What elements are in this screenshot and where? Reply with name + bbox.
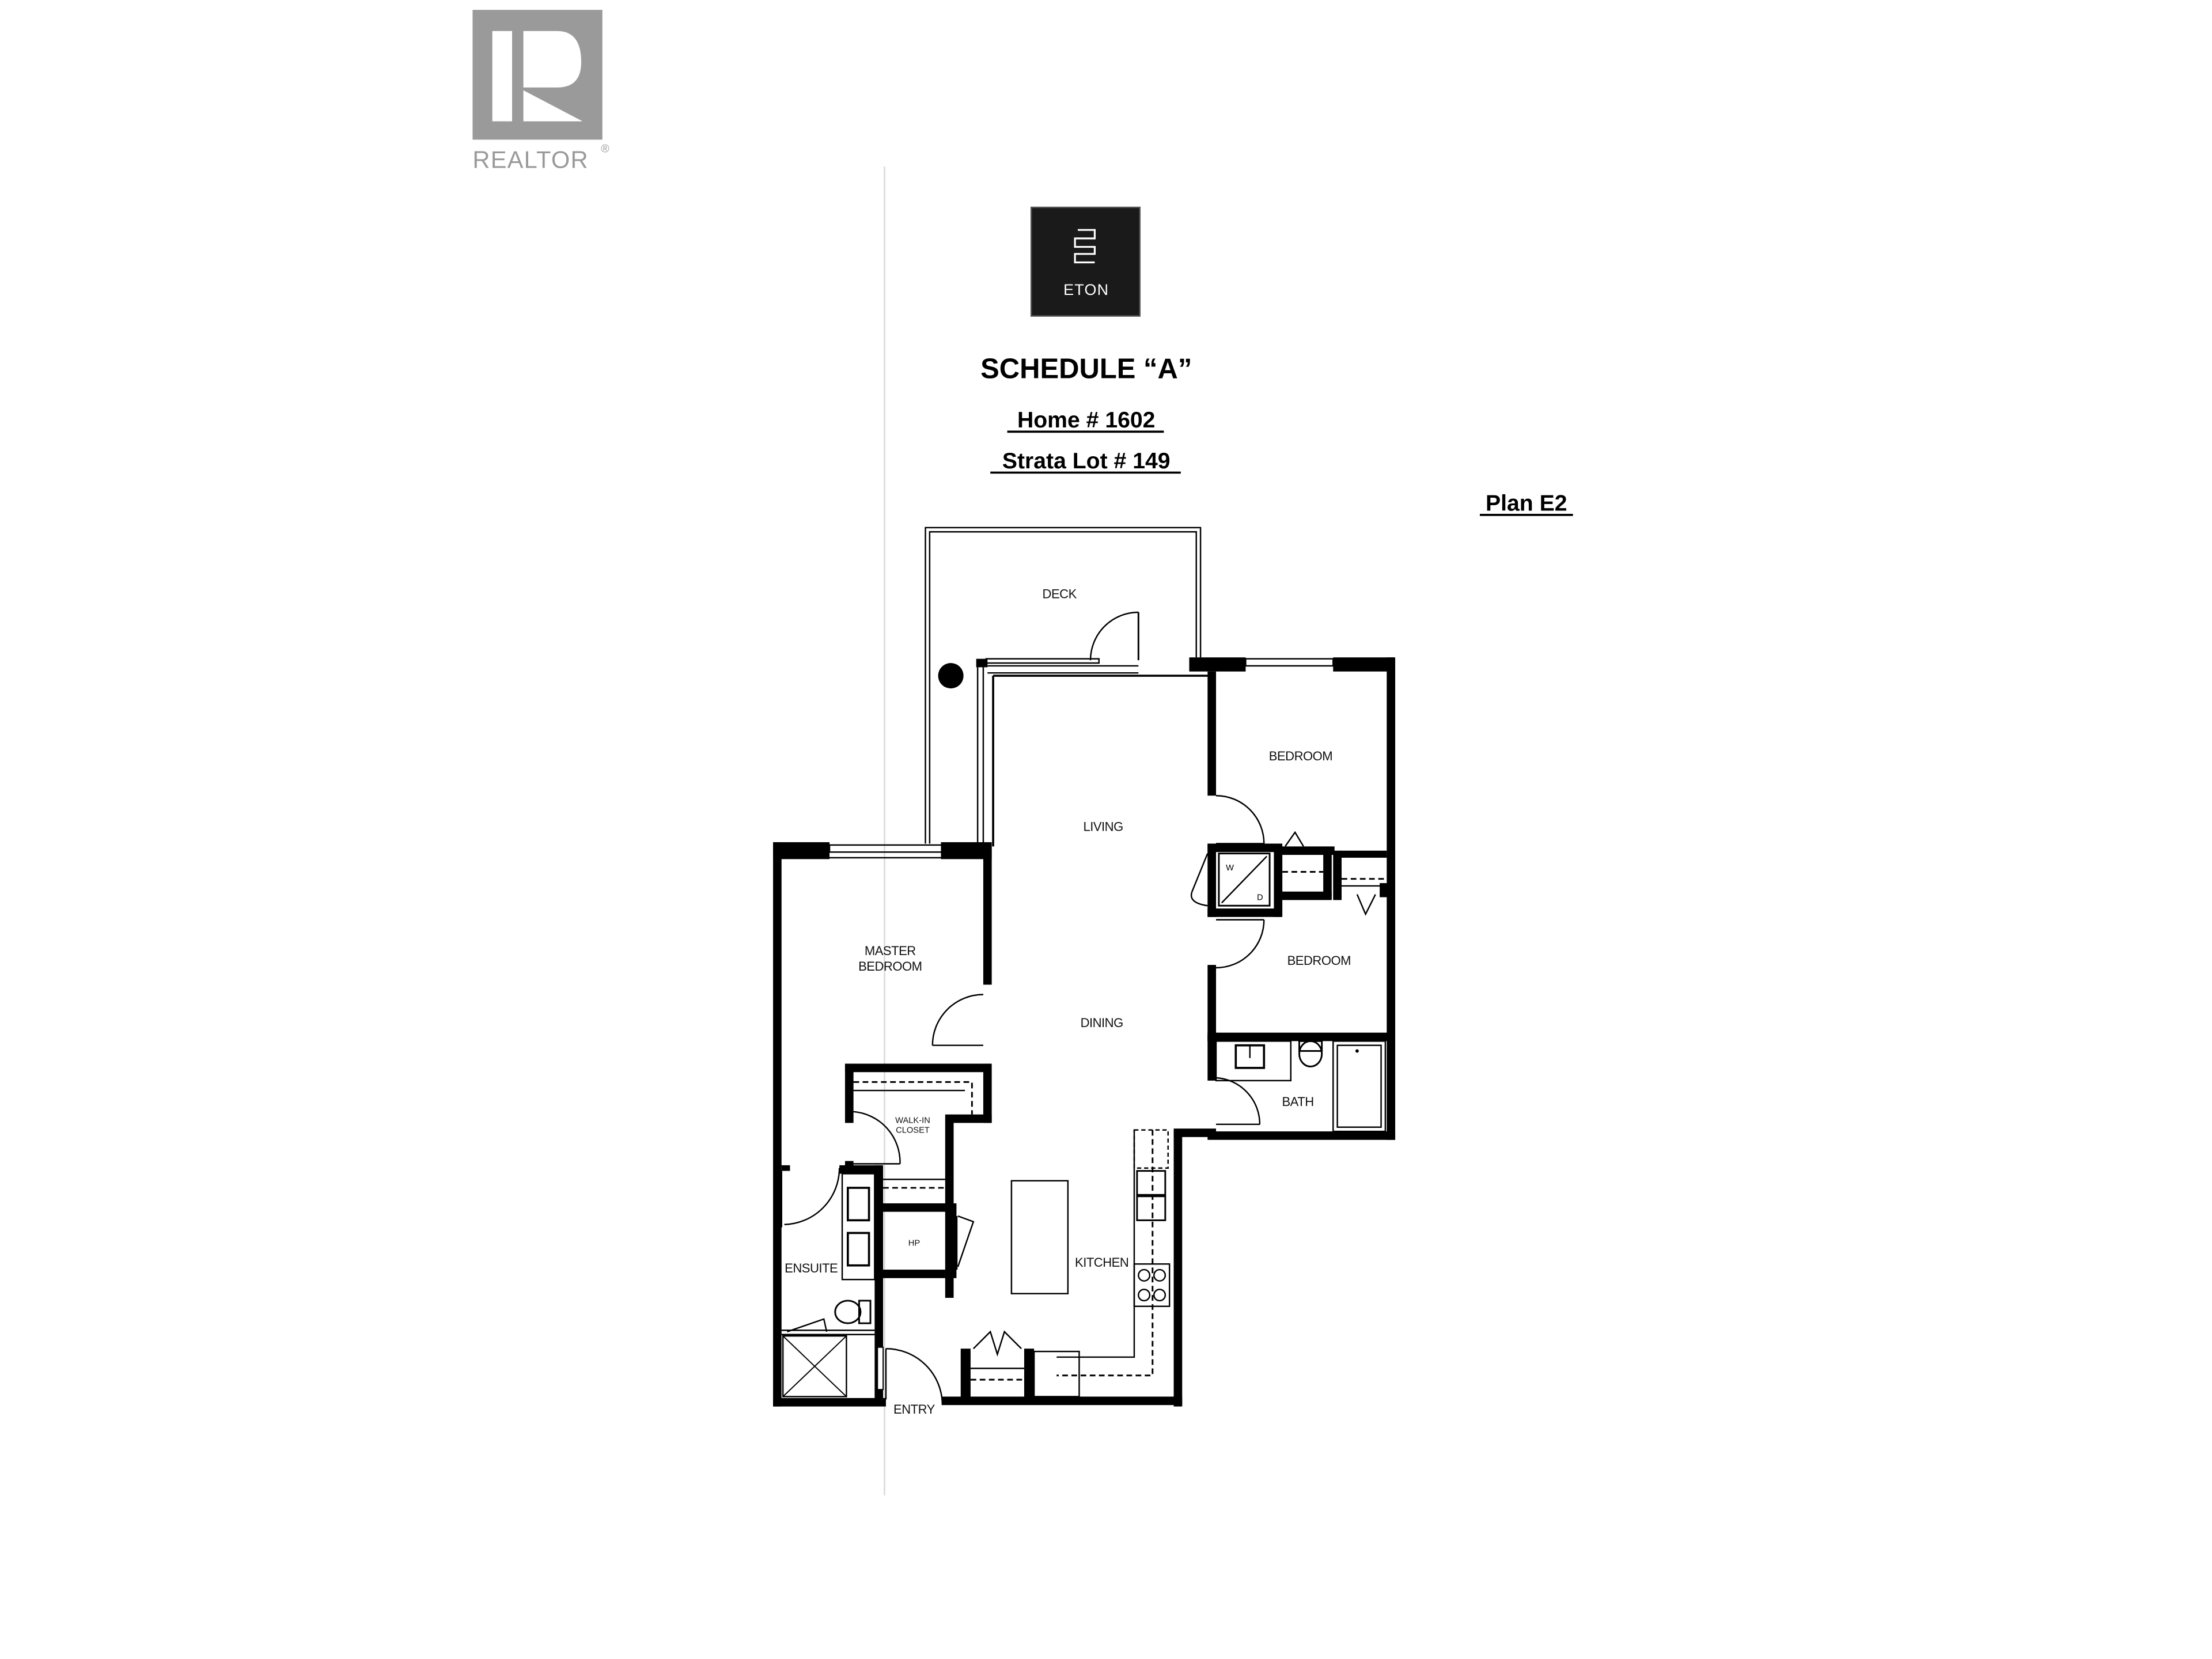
bedroom2-bottom-wall [1207, 1032, 1391, 1041]
walkin-closet-door-icon [853, 1111, 901, 1164]
ensuite-sink-icon [847, 1232, 870, 1267]
ensuite-vanity [841, 1173, 876, 1281]
deck-door-icon [1089, 611, 1139, 661]
room-label-master-bedroom: MASTER [865, 944, 916, 958]
room-label-bath: BATH [1282, 1094, 1313, 1109]
ensuite-toilet-icon [834, 1300, 862, 1324]
exterior-wall-bottom-left [773, 1397, 886, 1407]
realtor-wordmark: REALTOR [472, 146, 588, 173]
kitchen-fixtures [960, 1129, 1171, 1400]
realtor-r-bowl-icon [523, 31, 581, 88]
bedroom-window [1245, 658, 1334, 667]
master-bedroom-right-wall [983, 846, 992, 985]
room-label-bedroom-1: BEDROOM [1269, 749, 1332, 763]
bath-toilet-icon [1298, 1040, 1323, 1067]
room-label-living: LIVING [1083, 819, 1123, 834]
eton-logo: ETON [1030, 206, 1141, 317]
closet-bifold-icon [1356, 894, 1376, 916]
laundry-bifold-door-icon [1190, 853, 1209, 907]
master-bedroom-window [828, 844, 944, 853]
washer-dryer-icon [1218, 853, 1271, 907]
hp-closet-door-icon [957, 1215, 975, 1267]
walkin-closet [844, 1063, 992, 1298]
laundry-left-wall [1207, 843, 1217, 917]
room-label-ensuite: ENSUITE [785, 1261, 838, 1275]
ensuite [781, 1165, 884, 1406]
room-label-walkin-closet-line2: CLOSET [896, 1126, 930, 1135]
room-label-kitchen: KITCHEN [1075, 1255, 1128, 1270]
exterior-wall-left [773, 842, 782, 1407]
ensuite-door-icon [784, 1168, 840, 1225]
living-window-wall [976, 658, 1211, 847]
shower-door-icon [787, 1318, 828, 1332]
room-label-hp: HP [908, 1238, 921, 1248]
room-label-deck: DECK [1043, 586, 1077, 601]
bath-door-icon [1215, 1077, 1261, 1124]
bath-fixtures [1215, 1040, 1387, 1132]
strata-lot: Strata Lot # 149 [1002, 449, 1171, 474]
dishwasher-icon [1033, 1350, 1080, 1397]
entry-closet-bifold-icon [972, 1330, 1022, 1357]
eton-monogram-icon [1074, 229, 1096, 264]
master-bedroom-door-icon [931, 994, 983, 1046]
hp-closet [874, 1203, 975, 1278]
room-label-master-bedroom-line2: BEDROOM [858, 959, 922, 974]
kitchen-sink-icon [1136, 1170, 1166, 1196]
bath-vanity [1215, 1040, 1292, 1082]
deck-outline [925, 527, 1202, 844]
wall-segment [1173, 1128, 1217, 1137]
wall-segment [773, 842, 830, 859]
bath-bottom-wall [1207, 1131, 1396, 1140]
bedroom1-door-icon [1216, 795, 1265, 844]
bedroom2-door-icon [1216, 919, 1265, 969]
column-icon [938, 663, 964, 689]
closet-bifold-icon [1285, 831, 1304, 847]
bedroom-closets [1281, 831, 1388, 916]
room-label-walkin-closet: WALK-IN [895, 1116, 930, 1125]
fridge-icon [1133, 1129, 1169, 1169]
laundry-closet: W D [1190, 843, 1283, 917]
dryer-label: D [1257, 893, 1263, 902]
bath-left-wall [1207, 1035, 1217, 1081]
cooktop-icon [1133, 1263, 1171, 1307]
entry-door-icon [885, 1348, 944, 1406]
floor-plan: W D [773, 527, 1396, 1416]
kitchen-right-wall [1173, 1131, 1183, 1407]
realtor-r-leg-icon [523, 90, 583, 122]
exterior-wall-right [1387, 657, 1396, 1140]
room-label-dining: DINING [1081, 1016, 1123, 1030]
bedroom2-left-wall [1207, 965, 1217, 1041]
wall-segment [1189, 657, 1246, 672]
eton-wordmark: ETON [1063, 281, 1109, 298]
room-label-entry: ENTRY [893, 1402, 935, 1416]
bathtub-icon [1332, 1040, 1387, 1132]
realtor-logo: REALTOR ® [472, 10, 609, 173]
home-number: Home # 1602 [1017, 408, 1156, 433]
realtor-r-stem-icon [492, 31, 512, 122]
room-label-bedroom-2: BEDROOM [1287, 953, 1351, 968]
ensuite-sink-icon [847, 1187, 870, 1222]
registered-mark: ® [601, 142, 609, 155]
plan-label: Plan E2 [1486, 491, 1567, 516]
bedroom1-left-wall [1207, 671, 1217, 796]
washer-label: W [1226, 863, 1234, 873]
exterior-wall-bottom [942, 1396, 1183, 1406]
shower-icon [782, 1335, 847, 1397]
schedule-title: SCHEDULE “A” [980, 353, 1192, 384]
wall-segment [1333, 657, 1394, 672]
kitchen-island [1010, 1180, 1069, 1294]
